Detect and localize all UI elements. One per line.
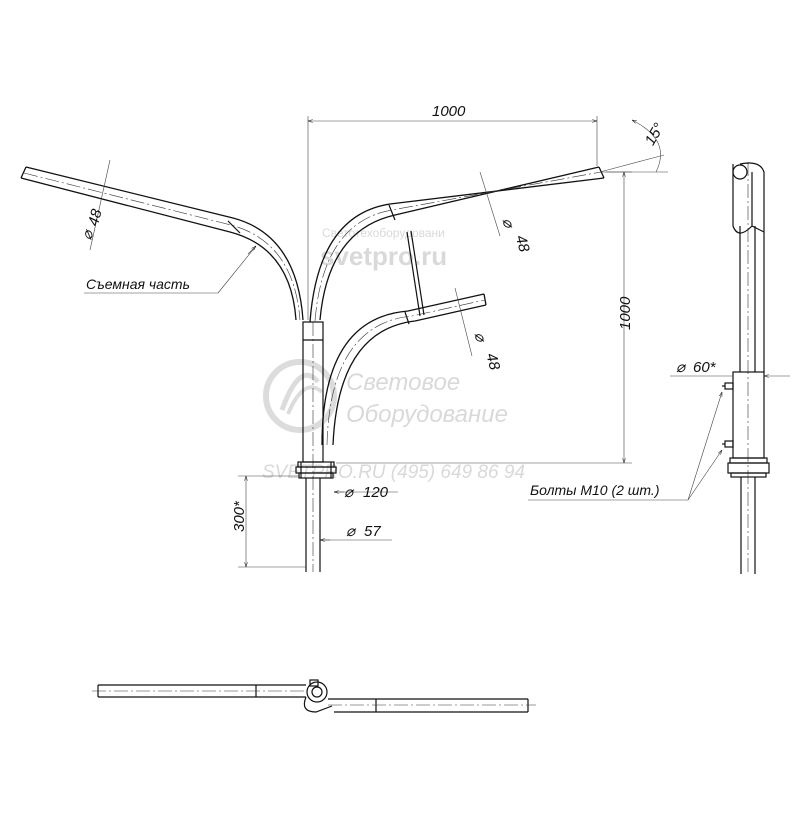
- watermark-logo-icon: [263, 359, 337, 433]
- dimension-angle-label: 15°: [642, 120, 668, 148]
- svg-text:⌀: ⌀: [344, 484, 355, 501]
- top-view: [92, 679, 536, 713]
- callout-removable-part-label: Съемная часть: [86, 276, 190, 292]
- dimension-width-top-label: 1000: [432, 103, 466, 120]
- top-left-tube: [92, 684, 306, 698]
- dimension-dia-flange-label: 120: [363, 484, 389, 501]
- watermark-logo-line2: Оборудование: [346, 401, 508, 428]
- svg-text:⌀: ⌀: [676, 359, 687, 376]
- dimension-dia-arm-left-label: 48: [85, 207, 106, 228]
- bolt-upper-icon: [722, 382, 734, 390]
- side-view: ⌀ 60* Болты М10 (2 шт.): [528, 162, 790, 574]
- insert-pipe: [305, 478, 321, 572]
- dimension-dia-arm-right-lower: ⌀ 48: [454, 287, 503, 372]
- dimension-dia-arm-left: ⌀ 48: [78, 159, 111, 251]
- svg-text:⌀: ⌀: [499, 216, 518, 231]
- watermark-logo-line1: Световое: [346, 369, 460, 396]
- dimension-dia-arm-right-upper-label: 48: [512, 233, 533, 254]
- bolt-lower-icon: [722, 440, 734, 448]
- dimension-length-insert-label: 300*: [231, 500, 248, 532]
- top-hub: [303, 679, 333, 713]
- side-upper-tube: [732, 162, 765, 372]
- watermark: Светотехоборудовани svetpro.ru Световое …: [262, 226, 525, 483]
- watermark-top-url: svetpro.ru: [320, 241, 447, 271]
- dimension-dia-side-label: 60*: [693, 359, 717, 376]
- callout-bolts-label: Болты М10 (2 шт.): [530, 482, 659, 498]
- dimension-width-top: 1000: [307, 103, 598, 320]
- dimension-height-right-label: 1000: [617, 296, 634, 330]
- strut: [406, 231, 421, 317]
- top-right-tube: [328, 698, 536, 713]
- dimension-dia-pipe: ⌀ 57: [320, 523, 392, 540]
- front-view: 1000 15° 1000 ⌀ 48 ⌀ 48: [20, 103, 668, 572]
- flange: [295, 461, 337, 479]
- watermark-top-small: Светотехоборудовани: [322, 226, 445, 240]
- dimension-dia-arm-right-upper: ⌀ 48: [479, 171, 533, 255]
- dimension-dia-side: ⌀ 60*: [670, 359, 790, 376]
- dimension-dia-pipe-label: 57: [364, 523, 381, 540]
- callout-bolts: Болты М10 (2 шт.): [528, 392, 722, 501]
- left-arm: [20, 166, 304, 321]
- dimension-height-right: 1000: [336, 171, 634, 464]
- callout-removable-part: Съемная часть: [84, 246, 256, 294]
- dimension-length-insert: 300*: [231, 475, 306, 568]
- upper-right-arm: [309, 166, 605, 323]
- dimension-dia-flange: ⌀ 120: [334, 484, 398, 501]
- dimension-dia-arm-right-lower-label: 48: [482, 351, 503, 372]
- dimension-angle: 15°: [599, 120, 668, 173]
- side-mast: [727, 226, 770, 574]
- svg-text:⌀: ⌀: [471, 330, 490, 345]
- svg-text:⌀: ⌀: [346, 523, 357, 540]
